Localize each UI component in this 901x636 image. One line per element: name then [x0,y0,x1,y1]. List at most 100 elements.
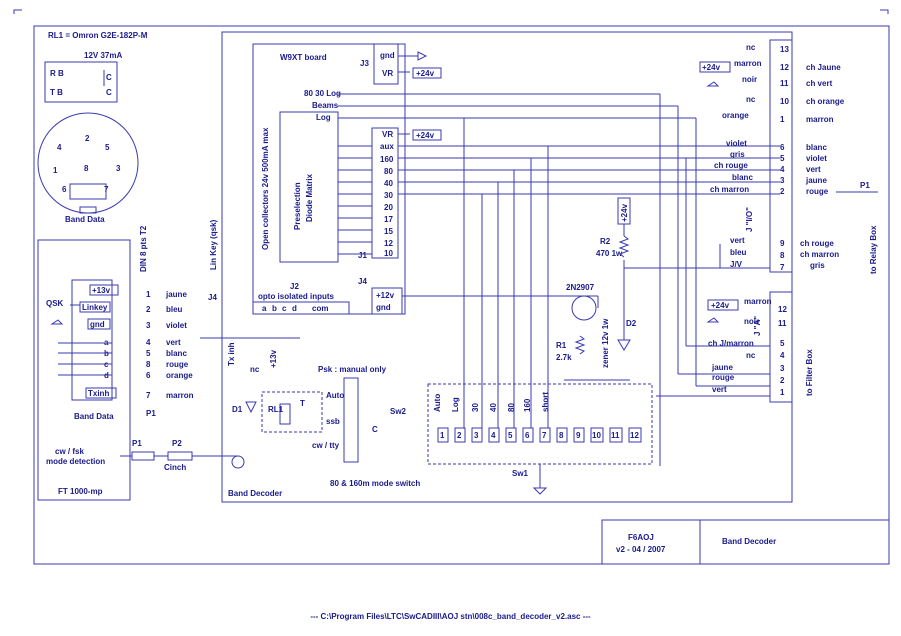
svg-text:3: 3 [146,321,151,330]
svg-text:marron: marron [744,297,772,306]
radio-title: FT 1000-mp [58,487,103,496]
svg-text:7: 7 [542,431,547,440]
svg-text:Beams: Beams [312,101,339,110]
svg-text:J "I/O": J "I/O" [745,207,754,232]
svg-text:8: 8 [780,251,785,260]
svg-text:short: short [541,392,550,412]
band-decoder-box [221,31,793,503]
sheet-border [33,25,890,565]
svg-text:30: 30 [471,403,480,412]
svg-text:2: 2 [85,134,90,143]
svg-text:noir: noir [742,75,757,84]
svg-text:D1: D1 [232,405,243,414]
svg-text:zener 12v 1w: zener 12v 1w [601,318,610,368]
svg-text:4: 4 [57,143,62,152]
svg-text:cw / tty: cw / tty [312,441,340,450]
svg-text:Sw2: Sw2 [390,407,407,416]
svg-text:gris: gris [810,261,825,270]
svg-text:12: 12 [630,431,639,440]
sw1-pins: 1 2 3 4 5 6 7 8 9 10 11 12 [437,427,642,443]
j1-band-pins: VR aux 160 80 40 30 20 17 15 12 10 [380,130,394,258]
svg-text:D2: D2 [626,319,637,328]
svg-text:jaune: jaune [165,290,187,299]
svg-text:R1: R1 [556,341,567,350]
svg-text:Psk : manual only: Psk : manual only [318,365,387,374]
svg-text:nc: nc [746,351,756,360]
svg-text:1: 1 [780,388,785,397]
svg-text:ch rouge: ch rouge [714,161,748,170]
title-version: v2 - 04 / 2007 [616,545,666,554]
svg-text:violet: violet [726,139,747,148]
svg-text:ch vert: ch vert [806,79,833,88]
svg-text:P1: P1 [860,181,870,190]
svg-text:+24v: +24v [416,69,435,78]
svg-text:10: 10 [780,97,789,106]
svg-text:violet: violet [166,321,187,330]
svg-text:80: 80 [384,167,393,176]
svg-text:Band Data: Band Data [74,412,114,421]
svg-text:bleu: bleu [730,248,747,257]
svg-text:2: 2 [780,187,785,196]
svg-text:Auto: Auto [326,391,344,400]
svg-text:P1: P1 [132,439,142,448]
svg-text:Diode Matrix: Diode Matrix [305,173,314,222]
svg-text:J "A": J "A" [753,316,762,336]
svg-text:2.7k: 2.7k [556,353,572,362]
svg-text:12: 12 [780,63,789,72]
svg-text:9: 9 [780,239,785,248]
svg-text:+13v: +13v [92,286,111,295]
svg-text:40: 40 [384,179,393,188]
svg-text:ssb: ssb [326,417,340,426]
svg-text:C: C [372,425,378,434]
svg-text:11: 11 [611,431,620,440]
svg-text:470 1w: 470 1w [596,249,623,258]
svg-text:7: 7 [146,391,151,400]
svg-text:rouge: rouge [712,373,735,382]
svg-text:4: 4 [780,351,785,360]
svg-text:Tx inh: Tx inh [227,342,236,366]
svg-text:noir: noir [744,317,759,326]
svg-text:RL1: RL1 [268,405,284,414]
svg-text:ch J/marron: ch J/marron [708,339,754,348]
svg-text:J1: J1 [358,251,367,260]
svg-text:ch marron: ch marron [800,250,839,259]
svg-text:C: C [106,73,112,82]
svg-text:Sw1: Sw1 [512,469,529,478]
svg-text:7: 7 [780,263,785,272]
svg-text:Log: Log [451,397,460,412]
svg-text:30: 30 [384,191,393,200]
svg-text:blanc: blanc [806,143,827,152]
svg-text:ch rouge: ch rouge [800,239,834,248]
file-path-footer: --- C:\Program Files\LTC\SwCADIII\AOJ st… [310,612,591,621]
svg-text:Log: Log [316,113,331,122]
svg-text:5: 5 [508,431,513,440]
svg-text:Preselection: Preselection [293,182,302,230]
radio-box [37,239,131,501]
svg-text:QSK: QSK [46,299,64,308]
io-pins: 13 12 11 10 1 6 5 4 3 2 9 8 7 [780,45,789,272]
svg-text:11: 11 [780,79,789,88]
svg-text:+24v: +24v [620,203,629,222]
svg-text:3: 3 [116,164,121,173]
sw1-box [427,383,653,465]
svg-text:+13v: +13v [269,349,278,368]
svg-text:cw / fsk: cw / fsk [55,447,84,456]
svg-text:rouge: rouge [166,360,189,369]
connector-io [769,39,793,273]
svg-text:+24v: +24v [711,301,730,310]
svg-text:marron: marron [166,391,194,400]
svg-text:C: C [106,88,112,97]
svg-text:3: 3 [474,431,479,440]
din-connector: 2 4 5 1 8 3 6 7 [37,112,139,214]
svg-text:Txinh: Txinh [88,389,109,398]
svg-text:J3: J3 [360,59,369,68]
svg-text:c: c [282,304,287,313]
svg-text:2: 2 [457,431,462,440]
title-name: Band Decoder [722,537,776,546]
svg-text:gris: gris [730,150,745,159]
svg-text:5: 5 [780,154,785,163]
svg-text:4: 4 [780,165,785,174]
svg-text:2: 2 [780,376,785,385]
svg-text:12: 12 [778,305,787,314]
